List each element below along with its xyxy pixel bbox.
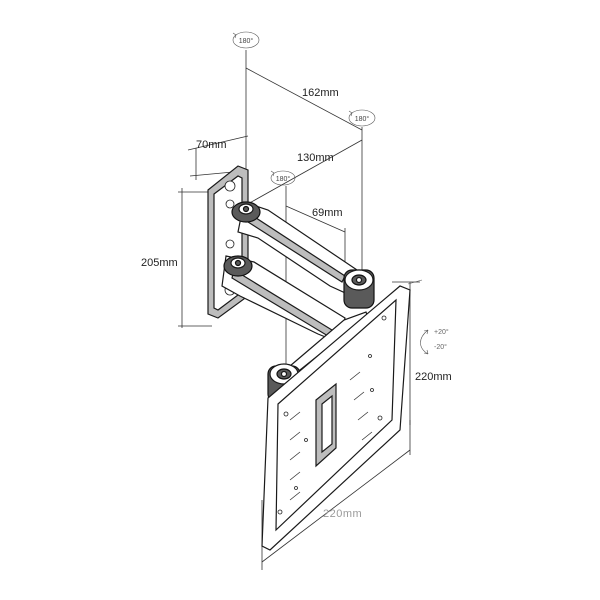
dimension-plate-height: 205mm bbox=[141, 257, 178, 269]
rotation-label-top-left: 180° bbox=[239, 37, 254, 45]
elbow-joint bbox=[343, 269, 375, 309]
rotate-arrow-icon bbox=[232, 31, 260, 49]
rotation-label-middle: 180° bbox=[276, 175, 291, 183]
dimension-span-inner: 130mm bbox=[297, 152, 334, 164]
rotation-label-top-right: 180° bbox=[355, 115, 370, 123]
upper-arm bbox=[231, 201, 361, 297]
dimension-vesa-height: 220mm bbox=[415, 371, 452, 383]
vesa-plate bbox=[261, 285, 411, 551]
rotate-arrow-icon bbox=[348, 109, 376, 127]
vesa-outline bbox=[407, 279, 423, 285]
dimension-lines bbox=[178, 50, 420, 570]
dimension-vesa-width: 220mm bbox=[323, 508, 362, 520]
tilt-label-up: +20° bbox=[434, 328, 449, 336]
dimension-plate-width: 70mm bbox=[196, 139, 227, 151]
tilt-arrow-icon bbox=[420, 329, 429, 355]
dimension-span-outer: 162mm bbox=[302, 87, 339, 99]
tilt-label-down: -20° bbox=[434, 343, 447, 351]
dimension-arm-offset: 69mm bbox=[312, 207, 343, 219]
